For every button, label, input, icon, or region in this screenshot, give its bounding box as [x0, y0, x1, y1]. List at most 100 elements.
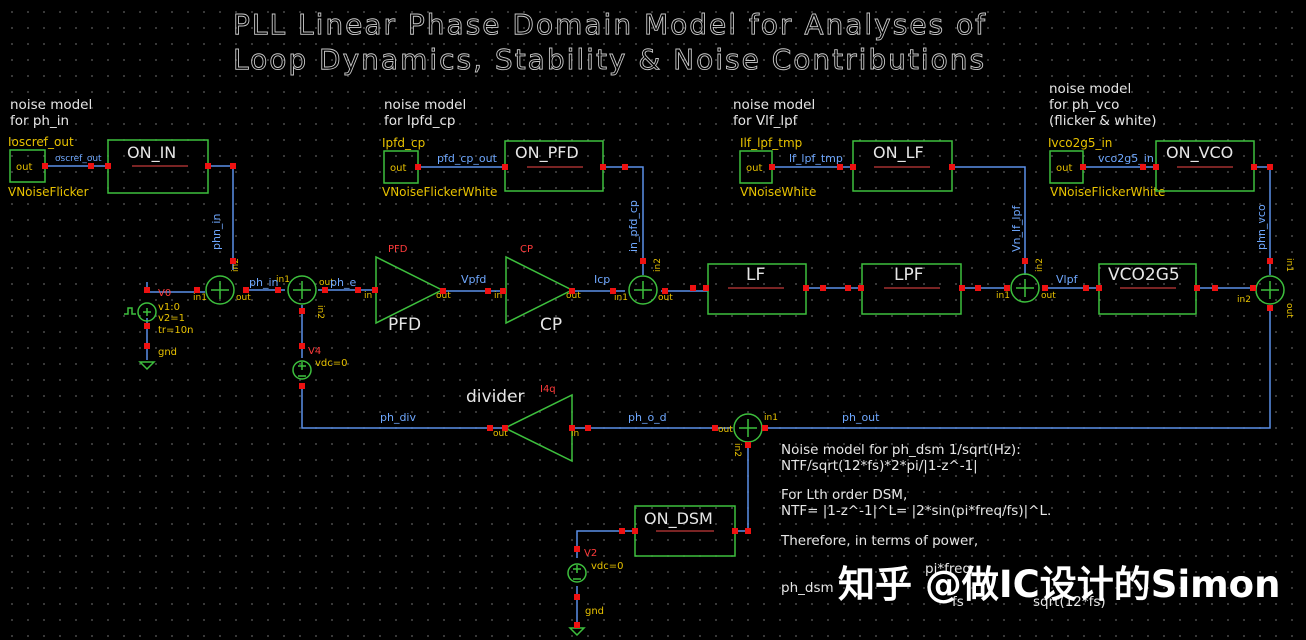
src-vco-pin: out [1056, 163, 1072, 174]
net-icp: Icp [594, 273, 610, 286]
noise-source-cp[interactable]: out Ipfd_cp VNoiseFlickerWhite pfd_cp_ou… [382, 136, 498, 199]
amp-cp-in: in [494, 291, 502, 301]
summer-5-in2: in2 [1237, 295, 1251, 305]
amp-cp-inst: CP [520, 244, 533, 255]
noise-source-in[interactable]: out Ioscref_out VNoiseFlicker oscref_out [8, 135, 102, 199]
block-on-dsm-label: ON_DSM [644, 509, 713, 529]
net-labels: phn_in ph_in ph_e Vpfd Icp in_pfd_cp Vn_… [210, 200, 1268, 424]
amp-cp-name: CP [540, 315, 562, 335]
amp-cp[interactable]: CP CP in out [494, 244, 581, 335]
summer-5[interactable]: in2 in1 out [1237, 258, 1294, 318]
dsm-note: Noise model for ph_dsm 1/sqrt(Hz): NTF/s… [780, 442, 1106, 610]
note-vco: noise model for ph_vco (flicker & white) [1049, 81, 1156, 129]
source-v2[interactable]: V2 vdc=0 gnd [567, 548, 624, 637]
v4-param: vdc=0 [315, 358, 348, 369]
dsm-note-line1: Noise model for ph_dsm 1/sqrt(Hz): [781, 442, 1021, 458]
block-on-vco-label: ON_VCO [1166, 143, 1233, 163]
v0-param-1: v1:0 [158, 302, 180, 313]
src-cp-label: Ipfd_cp [382, 136, 425, 150]
watermark: 知乎 @做IC设计的Simon [838, 563, 1280, 606]
noise-source-lf[interactable]: out Ilf_lpf_tmp VNoiseWhite lf_lpf_tmp [739, 136, 843, 199]
wire-dsm-in2 [735, 444, 749, 532]
v0-gnd: gnd [158, 347, 177, 358]
amp-pfd-inst: PFD [388, 244, 408, 255]
summer-6-in2: in2 [732, 443, 742, 457]
summer-6-in1: in1 [764, 413, 778, 423]
block-on-in-label: ON_IN [127, 143, 176, 163]
summer-1-in1: in1 [193, 293, 207, 303]
note-pfd-cp-line1: noise model [384, 97, 466, 113]
note-lpf-line2: for Vlf_lpf [733, 113, 799, 129]
block-vco2g5[interactable]: VCO2G5 [1098, 263, 1197, 315]
formula-sqrt: sqrt(12*fs) [1033, 594, 1106, 610]
amp-pfd-out: out [436, 291, 451, 301]
wire-ph-div [301, 386, 505, 429]
v2-gnd: gnd [585, 606, 604, 617]
net-lf-lpf-tmp: lf_lpf_tmp [789, 152, 843, 165]
net-pfd-cp-out: pfd_cp_out [437, 152, 498, 165]
block-lf-label: LF [746, 265, 765, 285]
note-ph-in-line1: noise model [10, 97, 92, 113]
src-in-label: Ioscref_out [8, 135, 74, 149]
ground-icon [138, 361, 156, 371]
summer-3-out: out [658, 293, 673, 303]
block-lf[interactable]: LF [707, 263, 807, 315]
summer-4-out: out [1041, 291, 1056, 301]
net-ph-in: ph_in [249, 276, 279, 289]
summer-3-in2: in2 [653, 258, 663, 272]
summer-1[interactable]: in1 out in2 [193, 258, 251, 305]
v4-inst: V4 [308, 346, 321, 357]
net-vlpf: Vlpf [1056, 273, 1079, 286]
pin-markers [42, 163, 1273, 628]
ground-icon [568, 627, 586, 637]
block-vco2g5-label: VCO2G5 [1108, 265, 1180, 285]
dsm-note-line7: Therefore, in terms of power, [780, 533, 978, 549]
v0-param-2: v2=1 [158, 313, 185, 324]
note-lpf: noise model for Vlf_lpf [733, 97, 815, 129]
summer-5-in1: in1 [1284, 258, 1294, 272]
summer-1-out: out [236, 293, 251, 303]
block-on-dsm[interactable]: ON_DSM [634, 505, 736, 557]
summer-4[interactable]: in1 out in2 [996, 258, 1056, 303]
block-lpf-label: LPF [894, 265, 924, 285]
block-on-vco[interactable]: ON_VCO [1155, 140, 1255, 192]
block-on-in[interactable]: ON_IN [107, 139, 209, 194]
wire-ph-out [765, 306, 1271, 429]
dsm-note-line5: NTF= |1-z^-1|^L= |2*sin(pi*freq/fs)|^L. [781, 503, 1051, 519]
net-ph-o-d: ph_o_d [628, 411, 667, 424]
v0-param-3: tr=10n [158, 325, 193, 336]
net-phn-vco: phn_vco [1255, 204, 1268, 250]
block-lpf[interactable]: LPF [861, 263, 962, 315]
net-ph-e: ph_e [330, 276, 356, 289]
block-on-pfd-label: ON_PFD [515, 143, 579, 163]
summer-3[interactable]: in1 out in2 [614, 258, 673, 305]
summer-1-in2: in2 [231, 258, 241, 272]
dsm-note-line4: For Lth order DSM, [781, 487, 907, 503]
amp-divider-name: divider [466, 387, 525, 407]
v2-inst: V2 [584, 548, 597, 559]
summer-2[interactable]: in1 out in2 [276, 275, 334, 319]
summer-2-in2: in2 [315, 305, 325, 319]
summer-2-out: out [319, 278, 334, 288]
summer-6-out: out [718, 425, 733, 435]
formula-fs: fs [952, 594, 964, 610]
title-line-2: Loop Dynamics, Stability & Noise Contrib… [233, 43, 986, 76]
wire-vn-lf-lpf [952, 166, 1026, 275]
amp-divider[interactable]: I4q divider in out [466, 384, 579, 463]
src-cp-cell: VNoiseFlickerWhite [382, 185, 497, 199]
net-vpfd: Vpfd [461, 273, 486, 286]
source-v4[interactable]: V4 vdc=0 [292, 346, 348, 380]
block-on-pfd[interactable]: ON_PFD [504, 140, 604, 192]
summer-3-in1: in1 [614, 293, 628, 303]
source-v0[interactable]: V0 v1:0 v2=1 tr=10n gnd [124, 288, 193, 371]
summer-5-out: out [1284, 303, 1294, 318]
noise-source-vco[interactable]: out Ivco2g5_in VNoiseFlickerWhite vco2g5… [1048, 136, 1165, 199]
block-on-lf[interactable]: ON_LF [852, 140, 953, 192]
formula-pi-freq: pi*freq [925, 561, 971, 577]
amp-cp-out: out [566, 291, 581, 301]
note-pfd-cp-line2: for Ipfd_cp [384, 113, 455, 129]
wire-in-pfd-cp [603, 166, 644, 275]
summer-4-in1: in1 [996, 291, 1010, 301]
